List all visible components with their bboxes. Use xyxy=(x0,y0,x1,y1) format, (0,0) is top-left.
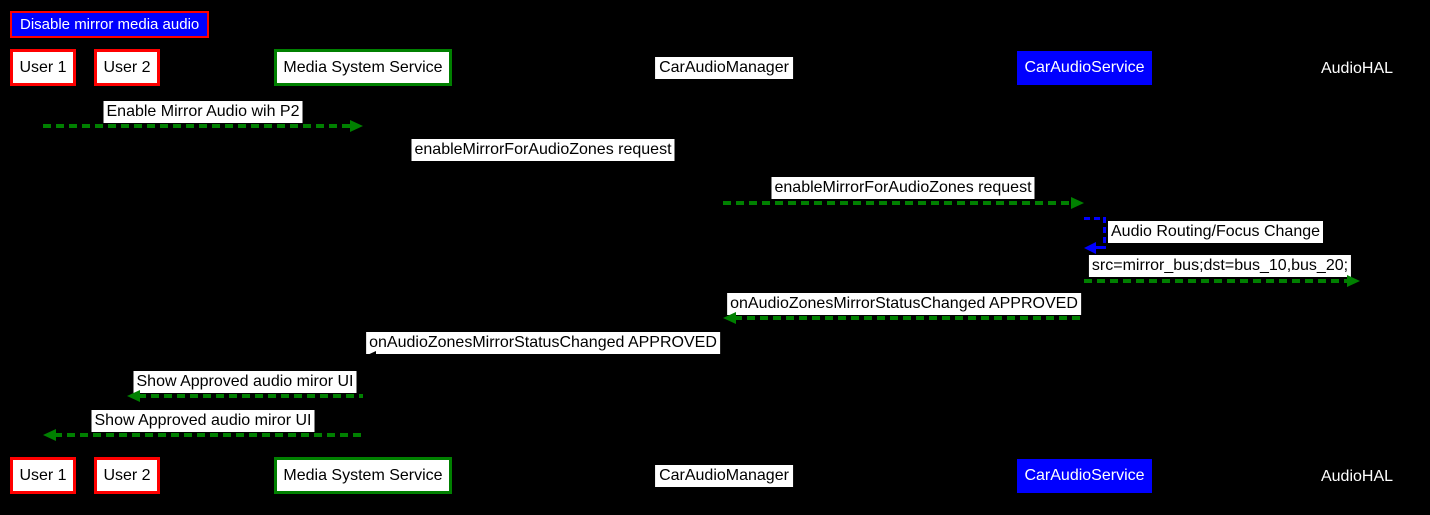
arrow-shaft xyxy=(374,355,723,359)
actor-label: AudioHAL xyxy=(1320,468,1394,485)
dashed-arrow-left xyxy=(127,390,363,402)
arrow-head-icon xyxy=(350,120,363,132)
dashed-arrow-right xyxy=(1084,275,1360,287)
diagram-note: Disable mirror media audio xyxy=(10,11,210,38)
dashed-arrow-right xyxy=(43,120,363,132)
self-loop-segment xyxy=(1103,217,1106,248)
self-loop-segment xyxy=(1084,217,1106,220)
arrow-head-icon xyxy=(127,390,140,402)
arrow-head-icon xyxy=(1347,275,1360,287)
actor-user1-top: User 1 xyxy=(10,49,76,86)
actor-label: CarAudioService xyxy=(1024,467,1145,484)
dashed-arrow-right xyxy=(723,197,1084,209)
arrow-head-icon xyxy=(1084,242,1096,254)
dashed-arrow-left xyxy=(363,351,723,363)
arrow-head-icon xyxy=(710,158,723,170)
actor-label: Media System Service xyxy=(283,466,443,484)
actor-label: AudioHAL xyxy=(1320,60,1394,77)
arrow-head-icon xyxy=(723,312,736,324)
self-message-arrow xyxy=(1084,215,1108,255)
actor-media-system-service-top: Media System Service xyxy=(274,49,452,86)
actor-audio-hal-bottom: AudioHAL xyxy=(1321,467,1393,487)
message-label: Show Approved audio miror UI xyxy=(133,371,357,393)
message-label: Audio Routing/Focus Change xyxy=(1108,221,1324,243)
actor-label: User 1 xyxy=(19,466,67,484)
self-loop-segment xyxy=(1094,246,1106,249)
message-label: onAudioZonesMirrorStatusChanged APPROVED xyxy=(366,332,720,354)
dashed-arrow-right xyxy=(363,158,723,170)
actor-user1-bottom: User 1 xyxy=(10,457,76,494)
arrow-shaft xyxy=(43,124,352,128)
message-label: Show Approved audio miror UI xyxy=(91,410,315,432)
actor-user2-bottom: User 2 xyxy=(94,457,160,494)
actor-label: CarAudioManager xyxy=(659,467,789,484)
arrow-shaft xyxy=(54,433,363,437)
actor-user2-top: User 2 xyxy=(94,49,160,86)
actor-label: CarAudioService xyxy=(1024,59,1145,76)
arrow-shaft xyxy=(734,316,1084,320)
actor-label: User 2 xyxy=(103,58,151,76)
message-label: onAudioZonesMirrorStatusChanged APPROVED xyxy=(727,293,1081,315)
actor-media-system-service-bottom: Media System Service xyxy=(274,457,452,494)
dashed-arrow-left xyxy=(43,429,363,441)
actor-car-audio-service-top: CarAudioService xyxy=(1017,51,1152,85)
message-label: enableMirrorForAudioZones request xyxy=(411,139,675,161)
actor-car-audio-manager-bottom: CarAudioManager xyxy=(655,465,793,487)
arrow-shaft xyxy=(1084,279,1349,283)
actor-car-audio-manager-top: CarAudioManager xyxy=(655,57,793,79)
actor-car-audio-service-bottom: CarAudioService xyxy=(1017,459,1152,493)
actor-label: CarAudioManager xyxy=(659,59,789,76)
arrow-head-icon xyxy=(1071,197,1084,209)
actor-label: User 1 xyxy=(19,58,67,76)
actor-audio-hal-top: AudioHAL xyxy=(1321,59,1393,79)
message-label: src=mirror_bus;dst=bus_10,bus_20; xyxy=(1088,255,1352,277)
dashed-arrow-left xyxy=(723,312,1084,324)
message-label: Enable Mirror Audio wih P2 xyxy=(103,101,303,123)
arrow-head-icon xyxy=(43,429,56,441)
message-label: enableMirrorForAudioZones request xyxy=(771,177,1035,199)
arrow-head-icon xyxy=(363,351,376,363)
arrow-shaft xyxy=(723,201,1073,205)
arrow-shaft xyxy=(363,162,712,166)
arrow-shaft xyxy=(138,394,363,398)
actor-label: User 2 xyxy=(103,466,151,484)
actor-label: Media System Service xyxy=(283,58,443,76)
